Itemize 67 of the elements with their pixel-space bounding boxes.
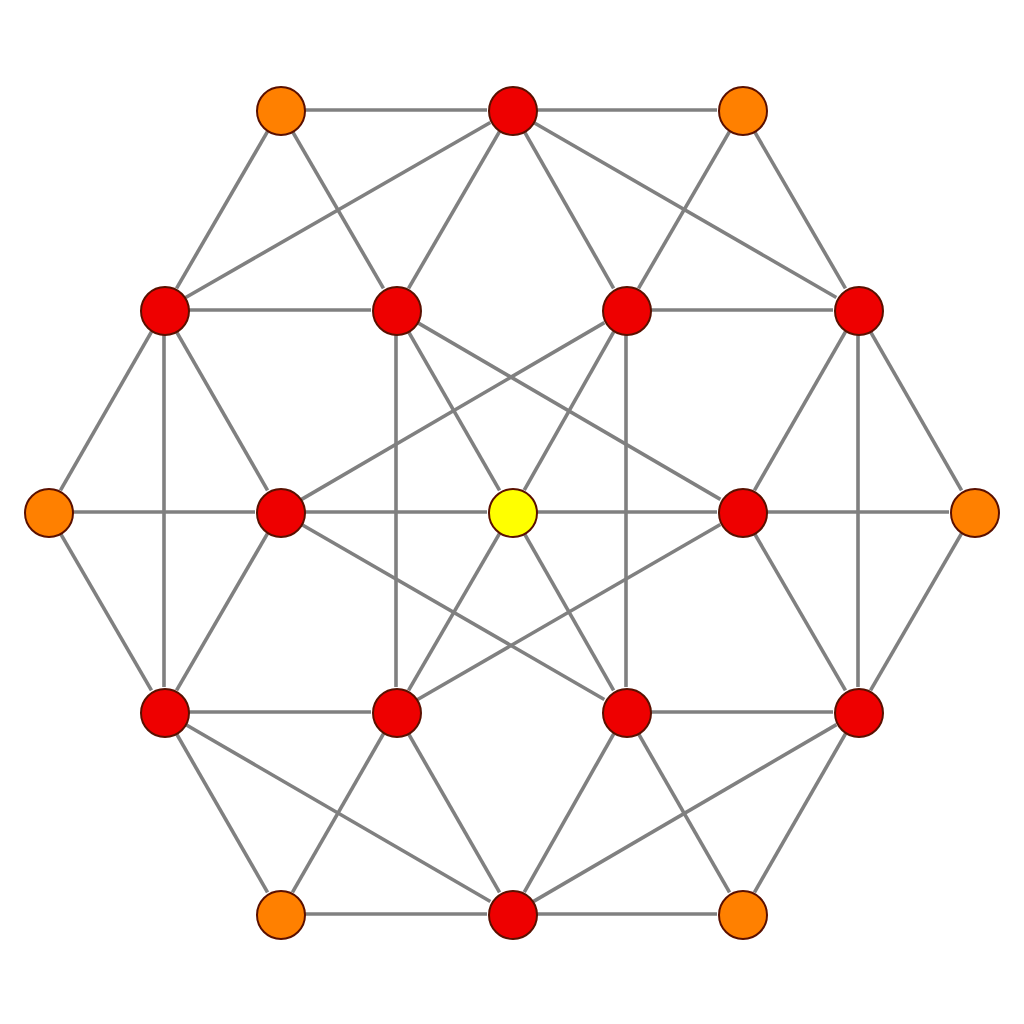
vertex-dot [139,285,189,335]
edge-line [532,120,838,300]
edge-line [856,335,860,687]
edge-line [174,732,270,894]
edge-line [59,532,153,692]
edge-line [624,335,628,687]
edge-line [522,330,616,492]
vertex-dot [487,487,537,537]
edge-line [752,330,848,492]
edge-line [305,912,487,916]
edge-line [291,130,385,290]
edge-line [651,308,833,312]
edge-line [522,732,616,894]
edge-line [532,723,838,903]
edge-line [189,308,371,312]
edge-line [300,522,606,702]
edge-line [184,120,492,300]
vertex-dot [717,85,767,135]
edge-line [58,330,154,492]
vertex-dot [255,889,305,939]
vertex-dot [717,487,767,537]
edge-line [753,130,847,290]
vertex-dot [255,487,305,537]
vertex-dot [371,687,421,737]
edge-line [767,510,949,514]
edge-line [175,532,269,692]
edge-line [407,532,501,692]
vertex-dot [23,487,73,537]
edge-line [189,710,371,714]
vertex-dot [601,687,651,737]
edge-line [651,710,833,714]
vertex-dot [255,85,305,135]
vertex-dot [139,687,189,737]
edge-line [394,335,398,687]
vertex-dot [487,889,537,939]
edge-line [869,532,963,692]
edge-line [636,732,732,894]
edge-line [305,510,487,514]
edge-line [753,532,847,692]
edge-line [522,130,616,290]
edge-line [406,732,502,894]
edge-line [174,330,270,492]
edge-line [537,912,717,916]
vertex-dot [371,285,421,335]
edge-line [537,510,717,514]
edge-line [300,321,606,501]
vertex-dot [833,687,883,737]
vertex-dot [601,285,651,335]
vertex-dot [717,889,767,939]
edge-line [184,723,492,903]
edge-line [537,108,717,112]
vertex-dot [949,487,999,537]
edge-line [868,330,964,492]
edge-line [162,335,166,687]
edge-line [305,108,487,112]
vertex-dot [487,85,537,135]
edge-line [752,732,848,894]
edge-line [175,130,269,290]
edge-line [416,522,722,702]
edge-line [522,532,616,692]
edge-line [406,330,502,492]
edge-line [637,130,731,290]
edge-line [407,130,501,290]
edge-line [290,732,386,894]
edge-line [416,321,722,501]
edge-line [73,510,255,514]
vertex-dot [833,285,883,335]
